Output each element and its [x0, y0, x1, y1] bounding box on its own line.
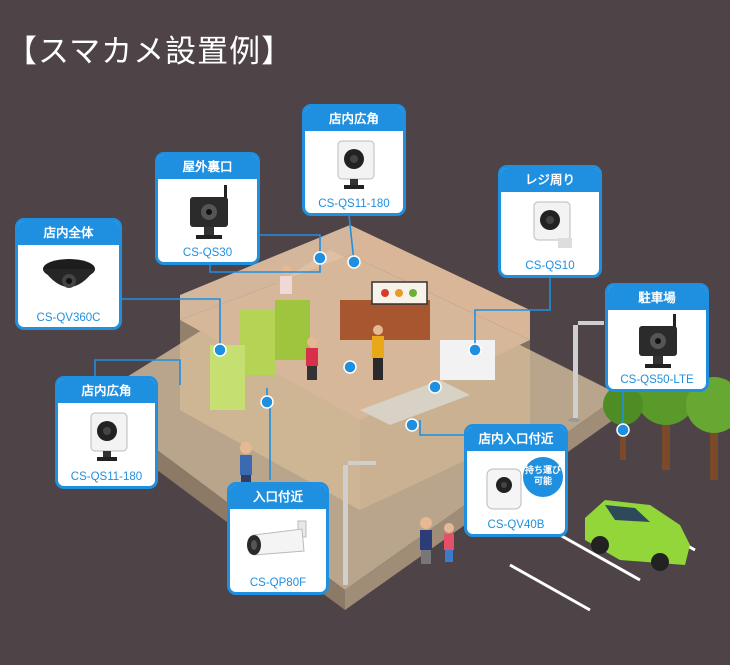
person: [444, 523, 454, 562]
camera-card-parking[interactable]: 駐車場 CS-QS50-LTE: [605, 283, 709, 392]
outdoor-camera-icon: [639, 314, 677, 368]
camera-card-entrance[interactable]: 入口付近 CS-QP80F: [227, 482, 329, 595]
card-location-label: 入口付近: [230, 485, 326, 509]
shelf-unit: [210, 345, 245, 410]
camera-card-entrance-inside[interactable]: 店内入口付近 持ち運び 可能 CS-QV40B: [464, 424, 568, 537]
shelf-unit: [240, 310, 275, 375]
camera-card-in-store-wide-top[interactable]: 店内広角 CS-QS11-180: [302, 104, 406, 216]
camera-dot: [260, 395, 274, 409]
camera-dot: [405, 418, 419, 432]
camera-dot: [213, 343, 227, 357]
badge-line: 可能: [533, 477, 552, 487]
camera-card-in-store-wide-left[interactable]: 店内広角 CS-QS11-180: [55, 376, 158, 489]
camera-card-in-store-all[interactable]: 店内全体 CS-QV360C: [15, 218, 122, 330]
bullet-camera-icon: [247, 520, 307, 556]
camera-card-back-door[interactable]: 屋外裏口 CS-QS30: [155, 152, 260, 265]
store-back-wall-right: [350, 225, 530, 340]
person: [306, 337, 318, 380]
card-model-label: CS-QV360C: [36, 312, 101, 324]
camera-dot: [343, 360, 357, 374]
parked-car: [585, 500, 690, 571]
produce-rack: [340, 300, 430, 340]
portable-badge: 持ち運び 可能: [523, 457, 563, 497]
card-model-label: CS-QV40B: [487, 519, 545, 531]
camera-dot: [347, 255, 361, 269]
camera-dot: [616, 423, 630, 437]
camera-dot: [428, 380, 442, 394]
outdoor-camera-icon: [189, 185, 228, 239]
street-lamp: [343, 461, 376, 585]
card-location-label: 店内入口付近: [467, 427, 565, 451]
card-location-label: 店内全体: [18, 221, 119, 245]
page-title: 【スマカメ設置例】: [6, 34, 294, 70]
camera-card-register[interactable]: レジ周り CS-QS10: [498, 165, 602, 278]
camera-location-dots: [213, 251, 630, 437]
cube-camera-icon: [90, 412, 127, 461]
cube-camera-icon: [533, 201, 572, 248]
shelf-unit: [275, 300, 310, 360]
cube-camera-icon: [337, 140, 375, 189]
checkout-counter: [360, 380, 470, 425]
badge-line: 持ち運び: [524, 466, 561, 476]
dome-360-camera-icon: [42, 259, 95, 288]
card-model-label: CS-QS11-180: [70, 471, 143, 483]
person: [420, 517, 432, 564]
card-location-label: レジ周り: [501, 168, 599, 192]
person: [240, 442, 252, 485]
card-model-label: CS-QS10: [525, 260, 575, 272]
camera-dot: [468, 343, 482, 357]
portable-camera-icon: [486, 468, 522, 510]
card-location-label: 屋外裏口: [158, 155, 257, 179]
street-lamp: [568, 321, 604, 422]
person: [280, 265, 292, 294]
card-model-label: CS-QS50-LTE: [620, 374, 694, 386]
shelf-unit: [440, 340, 495, 380]
card-location-label: 店内広角: [305, 107, 403, 131]
camera-dot: [313, 251, 327, 265]
store-front-wall-right: [360, 340, 530, 510]
card-model-label: CS-QS30: [182, 247, 233, 259]
person: [372, 325, 384, 380]
card-location-label: 店内広角: [58, 379, 155, 403]
card-model-label: CS-QS11-180: [318, 198, 390, 210]
card-model-label: CS-QP80F: [249, 577, 307, 589]
card-location-label: 駐車場: [608, 286, 706, 310]
